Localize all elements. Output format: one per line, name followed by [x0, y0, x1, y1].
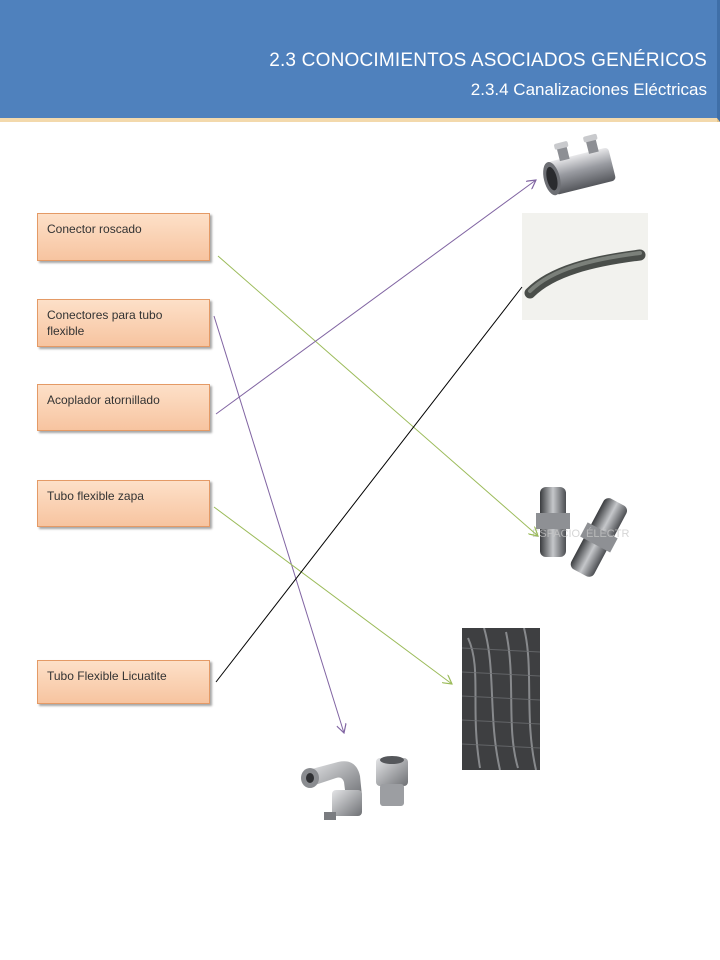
line-tubo-flexible-licuatite — [215, 286, 523, 683]
label-acoplador-atornillado[interactable]: Acoplador atornillado — [37, 384, 210, 431]
arrow-acoplador-atornillado — [215, 180, 536, 415]
label-tubo-flexible-licuatite[interactable]: Tubo Flexible Licuatite — [37, 660, 210, 704]
arrow-tubo-flexible-zapa — [213, 506, 452, 684]
label-tubo-flexible-zapa[interactable]: Tubo flexible zapa — [37, 480, 210, 527]
header-banner: 2.3 CONOCIMIENTOS ASOCIADOS GENÉRICOS 2.… — [0, 0, 720, 122]
flexible-tube-photo[interactable] — [522, 213, 648, 320]
liquidtight-fittings-photo[interactable] — [290, 740, 425, 844]
arrow-conectores-tubo-flexible — [213, 315, 344, 733]
arrow-conector-roscado — [217, 255, 538, 536]
liquidtight-flexible-conduit-photo[interactable] — [461, 627, 541, 771]
set-screw-coupling-photo[interactable] — [532, 122, 632, 212]
page-title: 2.3 CONOCIMIENTOS ASOCIADOS GENÉRICOS — [269, 50, 707, 71]
label-conectores-tubo-flexible[interactable]: Conectores para tubo flexible — [37, 299, 210, 347]
connectors-photo[interactable]: ESPACIO ÉLÉCTRICA — [528, 457, 648, 607]
page-subtitle: 2.3.4 Canalizaciones Eléctricas — [470, 80, 707, 99]
svg-text:ÉLÉCTRICA: ÉLÉCTRICA — [586, 527, 630, 540]
svg-text:ESPACIO: ESPACIO — [532, 528, 581, 540]
header-shadow — [0, 118, 717, 122]
label-conector-roscado[interactable]: Conector roscado — [37, 213, 210, 261]
